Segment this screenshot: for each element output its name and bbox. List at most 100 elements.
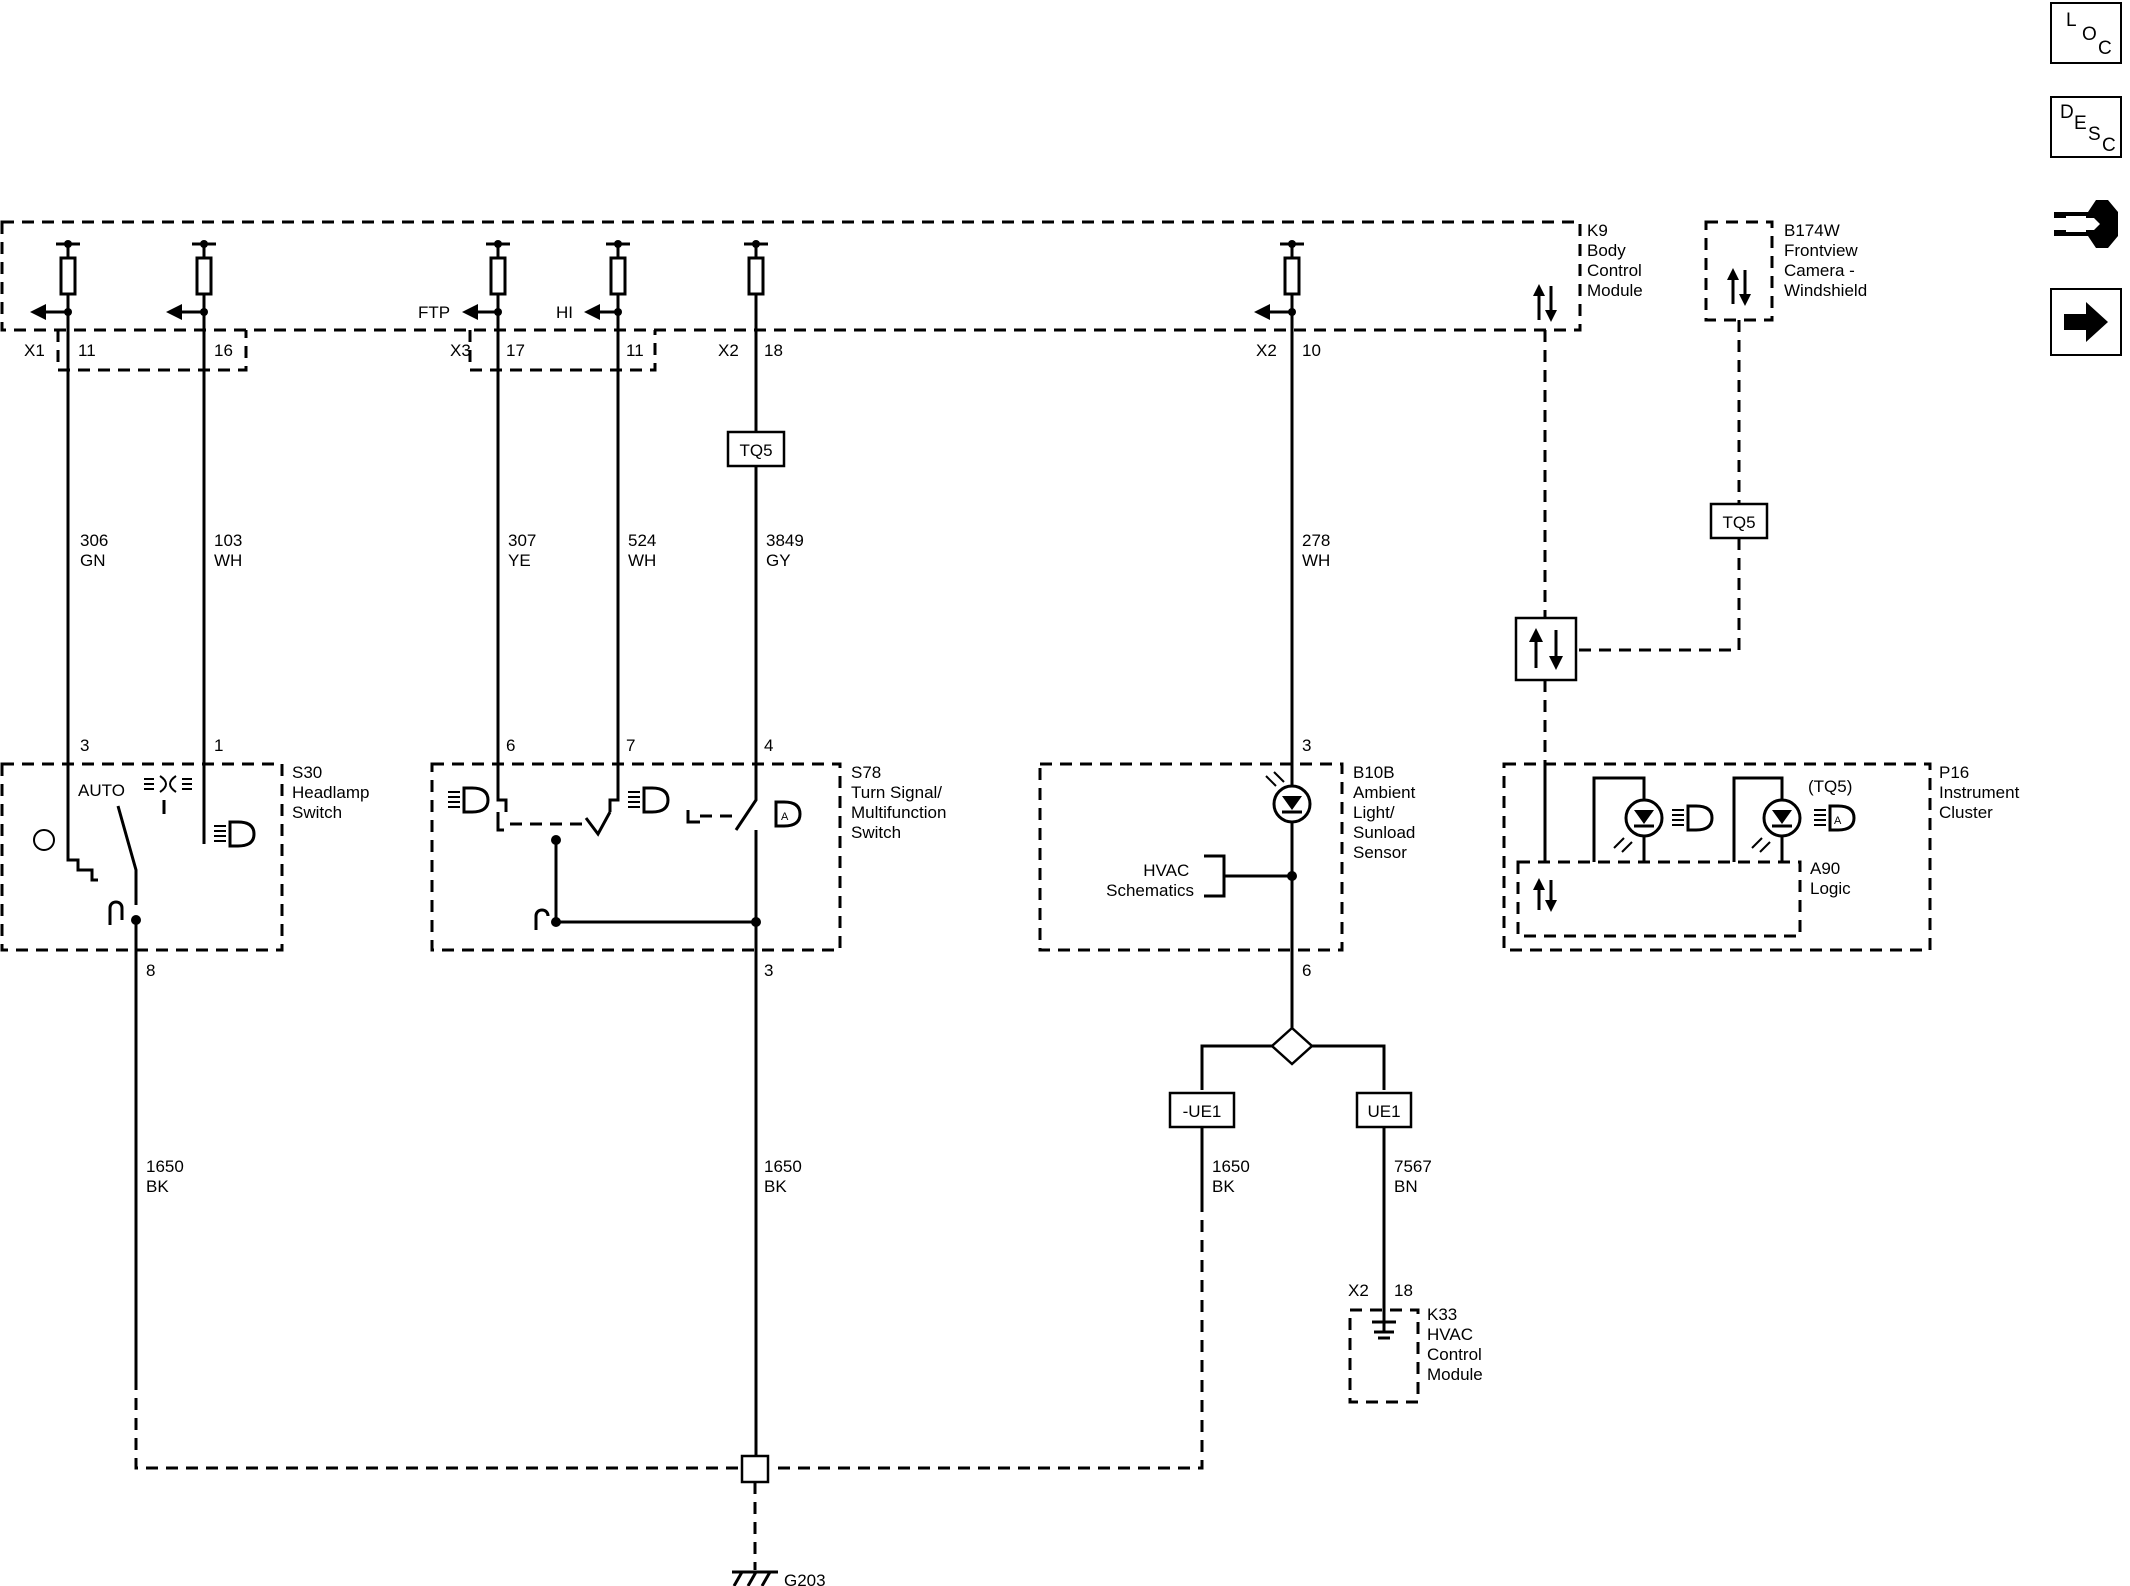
option-tag-tq5 (726, 430, 786, 468)
splice-serial-data-icon (1529, 628, 1563, 670)
k9-terminal-x3-11 (584, 240, 630, 320)
pin-k9-17: 17 (506, 341, 525, 360)
next-page-button[interactable] (2050, 288, 2122, 356)
k9-serial-data-icon (1533, 284, 1557, 322)
svg-text:A: A (1834, 815, 1842, 827)
s30-switch-internals (33, 764, 206, 1378)
connector-pin-labels: X1 11 16 X3 17 11 X2 18 X2 10 3 1 8 6 7 … (24, 341, 1413, 1300)
ground-g203-icon (732, 1570, 778, 1586)
desc-button[interactable]: D E S C (2050, 96, 2122, 158)
p16-indicator-internals (1592, 776, 1802, 862)
connector-x2-18: X2 (718, 341, 739, 360)
loc-button[interactable]: L O C (2050, 2, 2122, 64)
b174w-serial-data-icon (1727, 268, 1751, 306)
ground-dashed-left (134, 1378, 742, 1470)
s78-high-beam-lamp-icon (628, 786, 670, 814)
pin-k9-18: 18 (764, 341, 783, 360)
k9-terminal-x2-10 (1254, 240, 1304, 320)
signal-hi: HI (556, 303, 573, 322)
pin-s78-3: 3 (764, 961, 773, 980)
s78-label: S78 Turn Signal/ Multifunction Switch (851, 763, 951, 842)
pin-s30-1: 1 (214, 736, 223, 755)
a90-logic-box (1516, 860, 1802, 938)
b10b-label: B10B Ambient Light/ Sunload Sensor (1353, 763, 1420, 862)
k33-label: K33 HVAC Control Module (1427, 1305, 1487, 1384)
option-tag-labels: TQ5 TQ5 (TQ5) -UE1 UE1 (739, 441, 1852, 1121)
neg-ue1-tag-text: -UE1 (1183, 1102, 1222, 1121)
s30-parklamp-icon (144, 775, 192, 793)
pin-k9-11b: 11 (626, 341, 644, 360)
p16-tq5-label: (TQ5) (1808, 777, 1852, 796)
s78-switch-internals (496, 764, 761, 1480)
ground-dashed-right (770, 1200, 1204, 1470)
hvac-schematics-ref[interactable]: HVAC Schematics (1106, 861, 1194, 900)
switch-auto-label: AUTO (78, 781, 125, 800)
connector-end-view-icon[interactable] (2048, 190, 2126, 260)
signal-labels: FTP HI AUTO (78, 303, 573, 800)
arrow-right-icon (2064, 302, 2108, 342)
pin-s78-6: 6 (506, 736, 515, 755)
tq5-camera-tag-text: TQ5 (1722, 513, 1755, 532)
b10b-sensor-internals (1204, 764, 1312, 1044)
a90-serial-data-icon (1533, 878, 1557, 912)
pin-k9-10: 10 (1302, 341, 1321, 360)
serial-data-splice-box (1514, 616, 1578, 682)
b174w-camera-box (1704, 220, 1774, 322)
k9-x3-connector-bracket (468, 330, 657, 372)
option-tag-tq5-camera (1709, 502, 1769, 540)
ue1-tag-text: UE1 (1367, 1102, 1400, 1121)
pin-s30-8: 8 (146, 961, 155, 980)
svg-text:A: A (781, 811, 789, 823)
k9-label: K9 Body Control Module (1587, 221, 1647, 300)
p16-instrument-cluster-box (1502, 762, 1932, 952)
k33-ground-icon (1372, 1310, 1396, 1340)
s30-headlamp-icon (214, 820, 256, 848)
k9-terminal-x2-18 (744, 240, 768, 330)
pin-b10b-6: 6 (1302, 961, 1311, 980)
s78-flash-to-pass-lamp-icon (448, 786, 490, 814)
connector-x3: X3 (450, 341, 471, 360)
a90-label: A90 Logic (1810, 859, 1851, 898)
tq5-tag-text: TQ5 (739, 441, 772, 460)
s30-headlamp-switch-box (0, 762, 284, 952)
connector-x1: X1 (24, 341, 45, 360)
serial-data-camera-link (1574, 538, 1741, 652)
k9-terminal-x1-11 (30, 240, 80, 320)
ground-g203-label: G203 (784, 1571, 826, 1586)
option-split-diamond (1270, 1026, 1314, 1066)
connector-x2-10: X2 (1256, 341, 1277, 360)
b10b-sensor-box (1038, 762, 1344, 952)
wire-split-left (1200, 1044, 1272, 1090)
p16-label: P16 Instrument Cluster (1939, 763, 2024, 822)
p16-high-beam-indicator-icon (1672, 804, 1714, 832)
k9-terminal-x1-16 (166, 240, 216, 320)
pin-b10b-3: 3 (1302, 736, 1311, 755)
p16-auto-beam-indicator-icon: A (1814, 804, 1856, 832)
ground-splice-box (740, 1454, 770, 1484)
pin-s30-3: 3 (80, 736, 89, 755)
s78-turn-signal-switch-box (430, 762, 842, 952)
connector-x2-k33: X2 (1348, 1281, 1369, 1300)
pin-s78-7: 7 (626, 736, 635, 755)
s78-auto-lamp-icon: A (774, 800, 802, 828)
wire-split-right (1312, 1044, 1386, 1090)
module-labels: K9 Body Control Module B174W Frontview C… (292, 221, 2024, 1384)
pin-k33-18: 18 (1394, 1281, 1413, 1300)
signal-ftp: FTP (418, 303, 450, 322)
option-tag-neg-ue1 (1168, 1091, 1236, 1129)
pin-s78-4: 4 (764, 736, 773, 755)
k9-x1-connector-bracket (56, 330, 248, 372)
k9-body-control-module-box (0, 220, 1582, 332)
svg-text:HVAC Schematics: HVAC Schematics (1106, 861, 1194, 900)
pin-k9-11a: 11 (78, 341, 96, 360)
